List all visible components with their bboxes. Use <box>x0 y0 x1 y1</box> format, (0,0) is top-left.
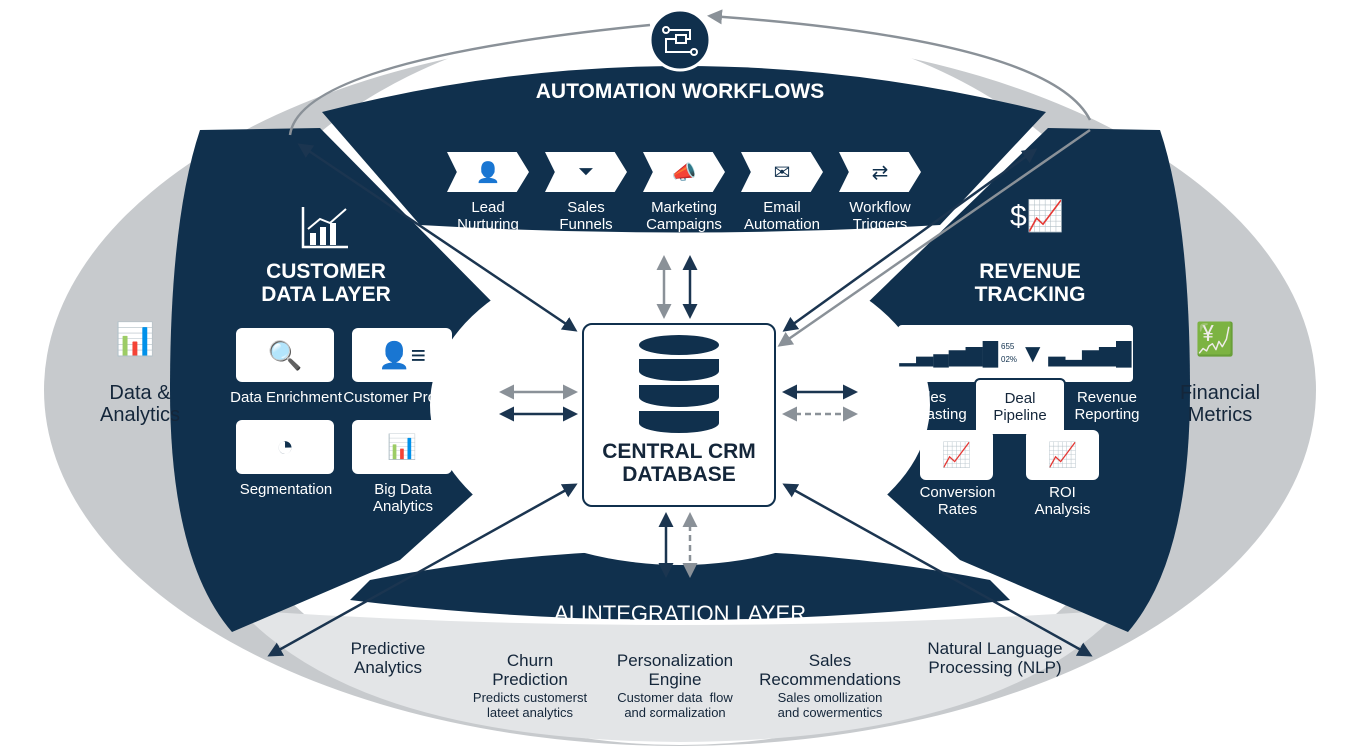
step-label: Workflow Triggers <box>849 199 911 233</box>
segmentation-card[interactable]: ◔ <box>236 420 334 474</box>
ai-title: AI INTEGRATION LAYER <box>553 601 807 626</box>
revenue-reporting-label: Revenue Reporting <box>1074 389 1140 423</box>
sales-forecasting-label: Sales Forecasting <box>888 389 967 423</box>
data-enrichment-label: Data Enrichment <box>230 389 342 406</box>
data-analytics-label: Data & Analytics <box>99 382 181 426</box>
step-4-button[interactable]: ⇄ <box>839 152 921 192</box>
ai-item-title: Predictive Analytics <box>350 639 426 677</box>
data-enrichment-card[interactable]: 🔍 <box>236 328 334 382</box>
bar-chart-icon: 📊 <box>387 433 417 461</box>
workflow-icon-badge <box>648 8 712 72</box>
step-label: Marketing Campaigns <box>646 199 722 233</box>
step-1-button[interactable]: ⏷ <box>545 152 627 192</box>
ai-item-title: Natural Language Processing (NLP) <box>927 639 1063 677</box>
conversion-rates-card[interactable]: 📈 <box>920 430 993 480</box>
financial-metrics-label: Financial Metrics <box>1179 382 1261 426</box>
ai-item-desc: Sales omollization and cowermentics <box>777 690 883 720</box>
step-2-button[interactable]: 📣 <box>643 152 725 192</box>
financial-icon: 💹 <box>1195 321 1235 357</box>
workflow-icon <box>662 26 698 56</box>
growth-chart-icon: 📈 <box>1047 441 1078 469</box>
ai-item-desc: Customer data flow and ɛormalization <box>617 690 733 720</box>
flow-icon: ⇄ <box>871 161 889 184</box>
ai-item: Natural Language Processing (NLP) <box>910 639 1080 679</box>
center-title: CENTRAL CRM DATABASE <box>602 440 756 487</box>
customer-title: CUSTOMER DATA LAYER <box>261 260 391 307</box>
roi-analysis-card[interactable]: 📈 <box>1026 430 1099 480</box>
secondary-arrows <box>499 255 858 578</box>
loop-arrow-right <box>707 9 1092 121</box>
big-data-card[interactable]: 📊 <box>352 420 452 474</box>
profile-icon: 👤≡ <box>378 339 426 370</box>
automation-title: AUTOMATION WORKFLOWS <box>535 80 825 103</box>
step-label: Email Automation <box>744 199 820 233</box>
step-0-button[interactable]: 👤 <box>447 152 529 192</box>
central-crm-database[interactable]: CENTRAL CRM DATABASE <box>582 323 776 507</box>
revenue-title: REVENUE TRACKING <box>974 260 1086 307</box>
ai-item-desc: Predicts customerst lateet analytics <box>472 690 588 720</box>
roi-analysis-label: ROI Analysis <box>1034 484 1091 518</box>
customer-profiles-card[interactable]: 👤≡ <box>352 328 452 382</box>
presentation-chart-icon: 📊 <box>115 321 155 357</box>
user-icon: 👤 <box>475 161 501 184</box>
ai-item-title: Churn Prediction <box>492 651 568 689</box>
magnifier-icon: 🔍 <box>267 339 303 371</box>
step-label: Sales Funnels <box>559 199 613 233</box>
step-3-button[interactable]: ✉ <box>741 152 823 192</box>
loop-arrow-left <box>288 23 651 136</box>
revenue-chart-icon: ▃▂▅▆█ <box>1048 340 1132 366</box>
ai-item: Predictive Analytics <box>303 639 473 679</box>
growth-chart-icon: 📈 <box>941 441 972 469</box>
pie-chart-icon: ◔ <box>275 430 295 463</box>
connector-arrows <box>267 143 1093 657</box>
forecast-bar-chart-icon: ▁▃▄▅▆█ <box>899 340 999 366</box>
step-label: Lead Nurturing <box>457 199 519 233</box>
ai-item-title: Sales Recommendations <box>759 651 901 689</box>
envelope-icon: ✉ <box>773 161 791 184</box>
ai-item-title: Personalization Engine <box>616 651 734 689</box>
database-icon <box>639 335 719 433</box>
funnel-icon: ⏷ <box>578 160 594 183</box>
funnel-icon: ▼ <box>1019 338 1046 368</box>
revenue-icon: $📈 <box>1010 200 1065 233</box>
big-data-label: Big Data Analytics <box>372 481 434 515</box>
deal-pipeline-card[interactable]: Deal Pipeline <box>974 378 1066 436</box>
bar-chart-icon <box>301 207 348 249</box>
segmentation-label: Segmentation <box>239 481 333 498</box>
conversion-rates-label: Conversion Rates <box>919 484 996 518</box>
deal-pipeline-label: Deal Pipeline <box>993 390 1047 424</box>
customer-profiles-label: Customer Profiles <box>343 389 463 406</box>
megaphone-icon: 📣 <box>671 161 697 184</box>
